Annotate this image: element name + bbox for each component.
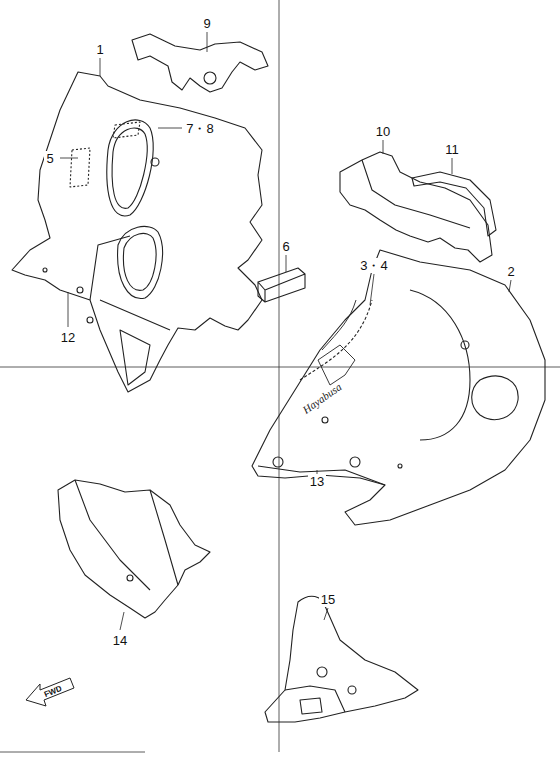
callout-number: 13 [308, 474, 326, 489]
callout-number: 6 [280, 239, 291, 254]
duct-part [340, 152, 492, 262]
callout-number: 9 [201, 16, 212, 31]
lower-cowl-part [58, 480, 210, 618]
front-fairing-part [252, 250, 545, 525]
decal-text: Hayabusa [298, 379, 345, 418]
callout-number: 5 [44, 151, 55, 166]
callout-number: 11 [443, 142, 461, 157]
callout-number: 10 [374, 124, 392, 139]
crosshair-lines [0, 0, 560, 752]
callout-number: 7・8 [184, 121, 215, 136]
direction-label: FWD [41, 683, 65, 701]
leader-lines [60, 32, 511, 630]
under-cowl-part [265, 596, 418, 722]
inner-panel-part [12, 72, 262, 392]
bracket-part [132, 34, 268, 92]
callout-number: 15 [319, 592, 337, 607]
strip-part [412, 172, 496, 236]
callout-number: 3・4 [358, 258, 389, 273]
callout-number: 1 [94, 42, 105, 57]
callout-number: 14 [111, 633, 129, 648]
callout-number: 2 [505, 264, 516, 279]
block-part [258, 268, 305, 302]
forward-arrow [26, 678, 74, 706]
callout-number: 12 [59, 330, 77, 345]
